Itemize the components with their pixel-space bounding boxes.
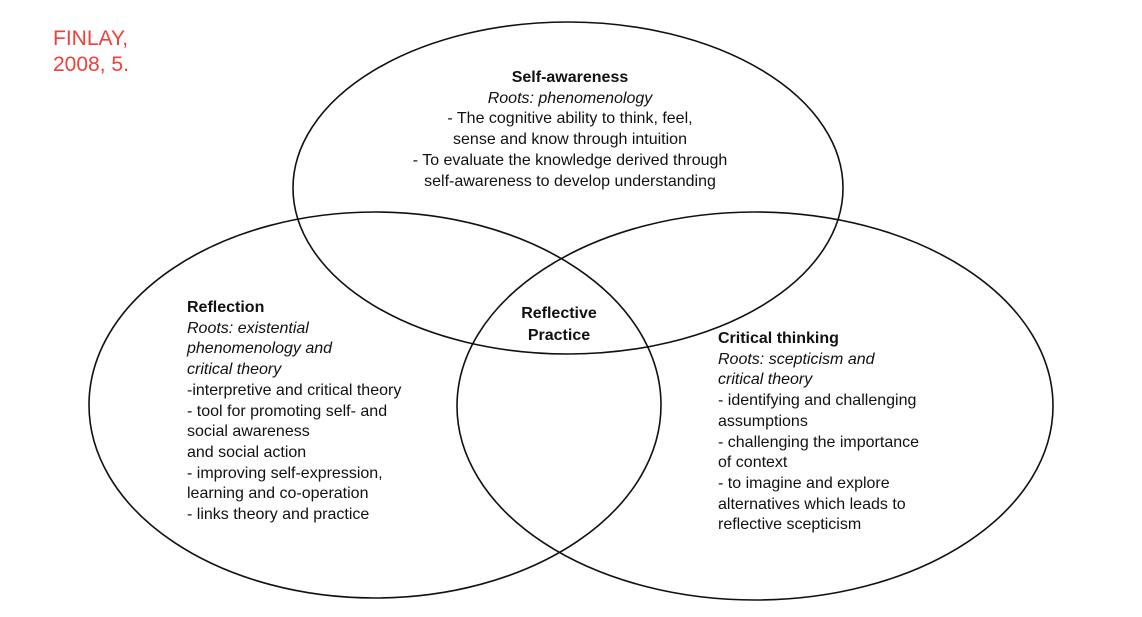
critical-thinking-line: - identifying and challenging xyxy=(718,392,917,410)
reflection-line: learning and co-operation xyxy=(187,485,369,503)
self-awareness-block: Self-awareness Roots: phenomenology - Th… xyxy=(330,68,810,192)
self-awareness-line: - To evaluate the knowledge derived thro… xyxy=(412,151,728,169)
critical-thinking-circle xyxy=(456,211,1054,601)
reflection-roots: phenomenology and xyxy=(187,340,333,358)
critical-thinking-line: - to imagine and explore xyxy=(718,474,890,492)
critical-thinking-block: Critical thinking Roots: scepticism and … xyxy=(718,329,978,536)
critical-thinking-line: of context xyxy=(718,454,788,472)
citation-author: FINLAY, xyxy=(53,27,129,50)
reflection-line: and social action xyxy=(187,443,307,461)
critical-thinking-title: Critical thinking xyxy=(718,330,839,347)
reflection-block: Reflection Roots: existential phenomenol… xyxy=(187,298,467,526)
critical-thinking-roots: critical theory xyxy=(718,371,813,389)
self-awareness-title: Self-awareness xyxy=(511,69,629,86)
reflection-circle xyxy=(88,211,662,599)
reflection-line: - links theory and practice xyxy=(187,506,370,524)
reflective-practice-line2: Practice xyxy=(527,326,591,344)
reflection-roots: Roots: existential xyxy=(187,319,309,337)
critical-thinking-roots: Roots: scepticism and xyxy=(718,350,875,368)
critical-thinking-line: alternatives which leads to xyxy=(718,495,906,513)
self-awareness-roots: Roots: phenomenology xyxy=(487,89,653,107)
reflection-roots: critical theory xyxy=(187,361,282,379)
critical-thinking-line: assumptions xyxy=(718,412,808,430)
reflection-line: -interpretive and critical theory xyxy=(187,381,402,399)
self-awareness-line: sense and know through intuition xyxy=(453,131,687,149)
critical-thinking-line: - challenging the importance xyxy=(718,433,920,451)
citation-year-page: 2008, 5. xyxy=(53,53,129,76)
citation: FINLAY, 2008, 5. xyxy=(53,26,129,78)
reflection-line: - improving self-expression, xyxy=(187,464,383,482)
reflective-practice-label: Reflective Practice xyxy=(494,303,624,346)
reflection-title: Reflection xyxy=(187,299,265,316)
self-awareness-circle xyxy=(292,21,844,355)
self-awareness-line: self-awareness to develop understanding xyxy=(424,172,716,190)
self-awareness-line: - The cognitive ability to think, feel, xyxy=(447,110,693,128)
reflection-line: - tool for promoting self- and xyxy=(187,402,388,420)
reflection-line: social awareness xyxy=(187,423,310,441)
reflective-practice-line1: Reflective xyxy=(521,305,597,322)
critical-thinking-line: reflective scepticism xyxy=(718,516,862,534)
